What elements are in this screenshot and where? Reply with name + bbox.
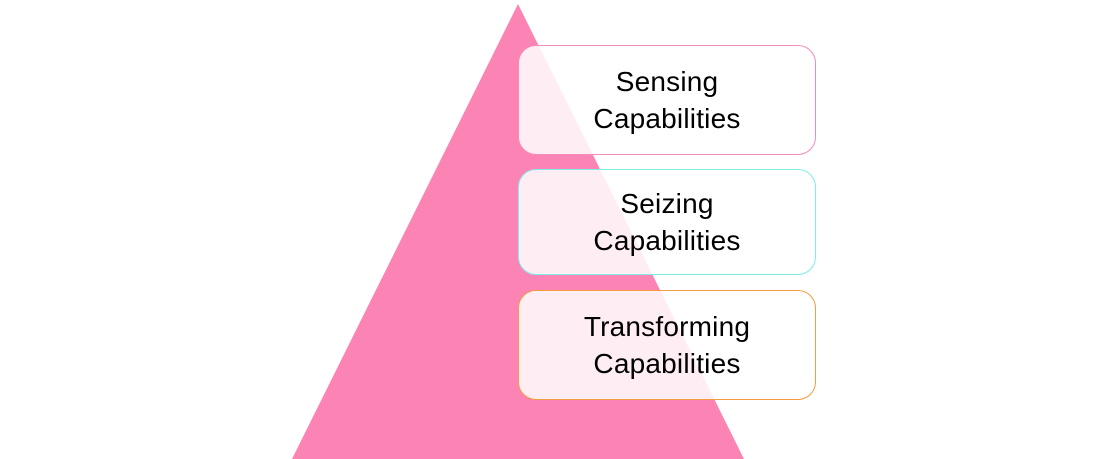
label-line: Seizing	[620, 188, 714, 219]
label-box-sensing: Sensing Capabilities	[518, 45, 816, 155]
label-line: Capabilities	[593, 103, 741, 134]
label-box-transforming: Transforming Capabilities	[518, 290, 816, 400]
label-text-transforming: Transforming Capabilities	[584, 308, 750, 382]
label-text-sensing: Sensing Capabilities	[593, 63, 740, 137]
label-line: Capabilities	[593, 225, 741, 256]
label-line: Sensing	[615, 66, 719, 97]
label-line: Capabilities	[593, 348, 741, 379]
label-line: Transforming	[583, 311, 751, 342]
label-text-seizing: Seizing Capabilities	[593, 185, 740, 259]
label-box-seizing: Seizing Capabilities	[518, 169, 816, 275]
